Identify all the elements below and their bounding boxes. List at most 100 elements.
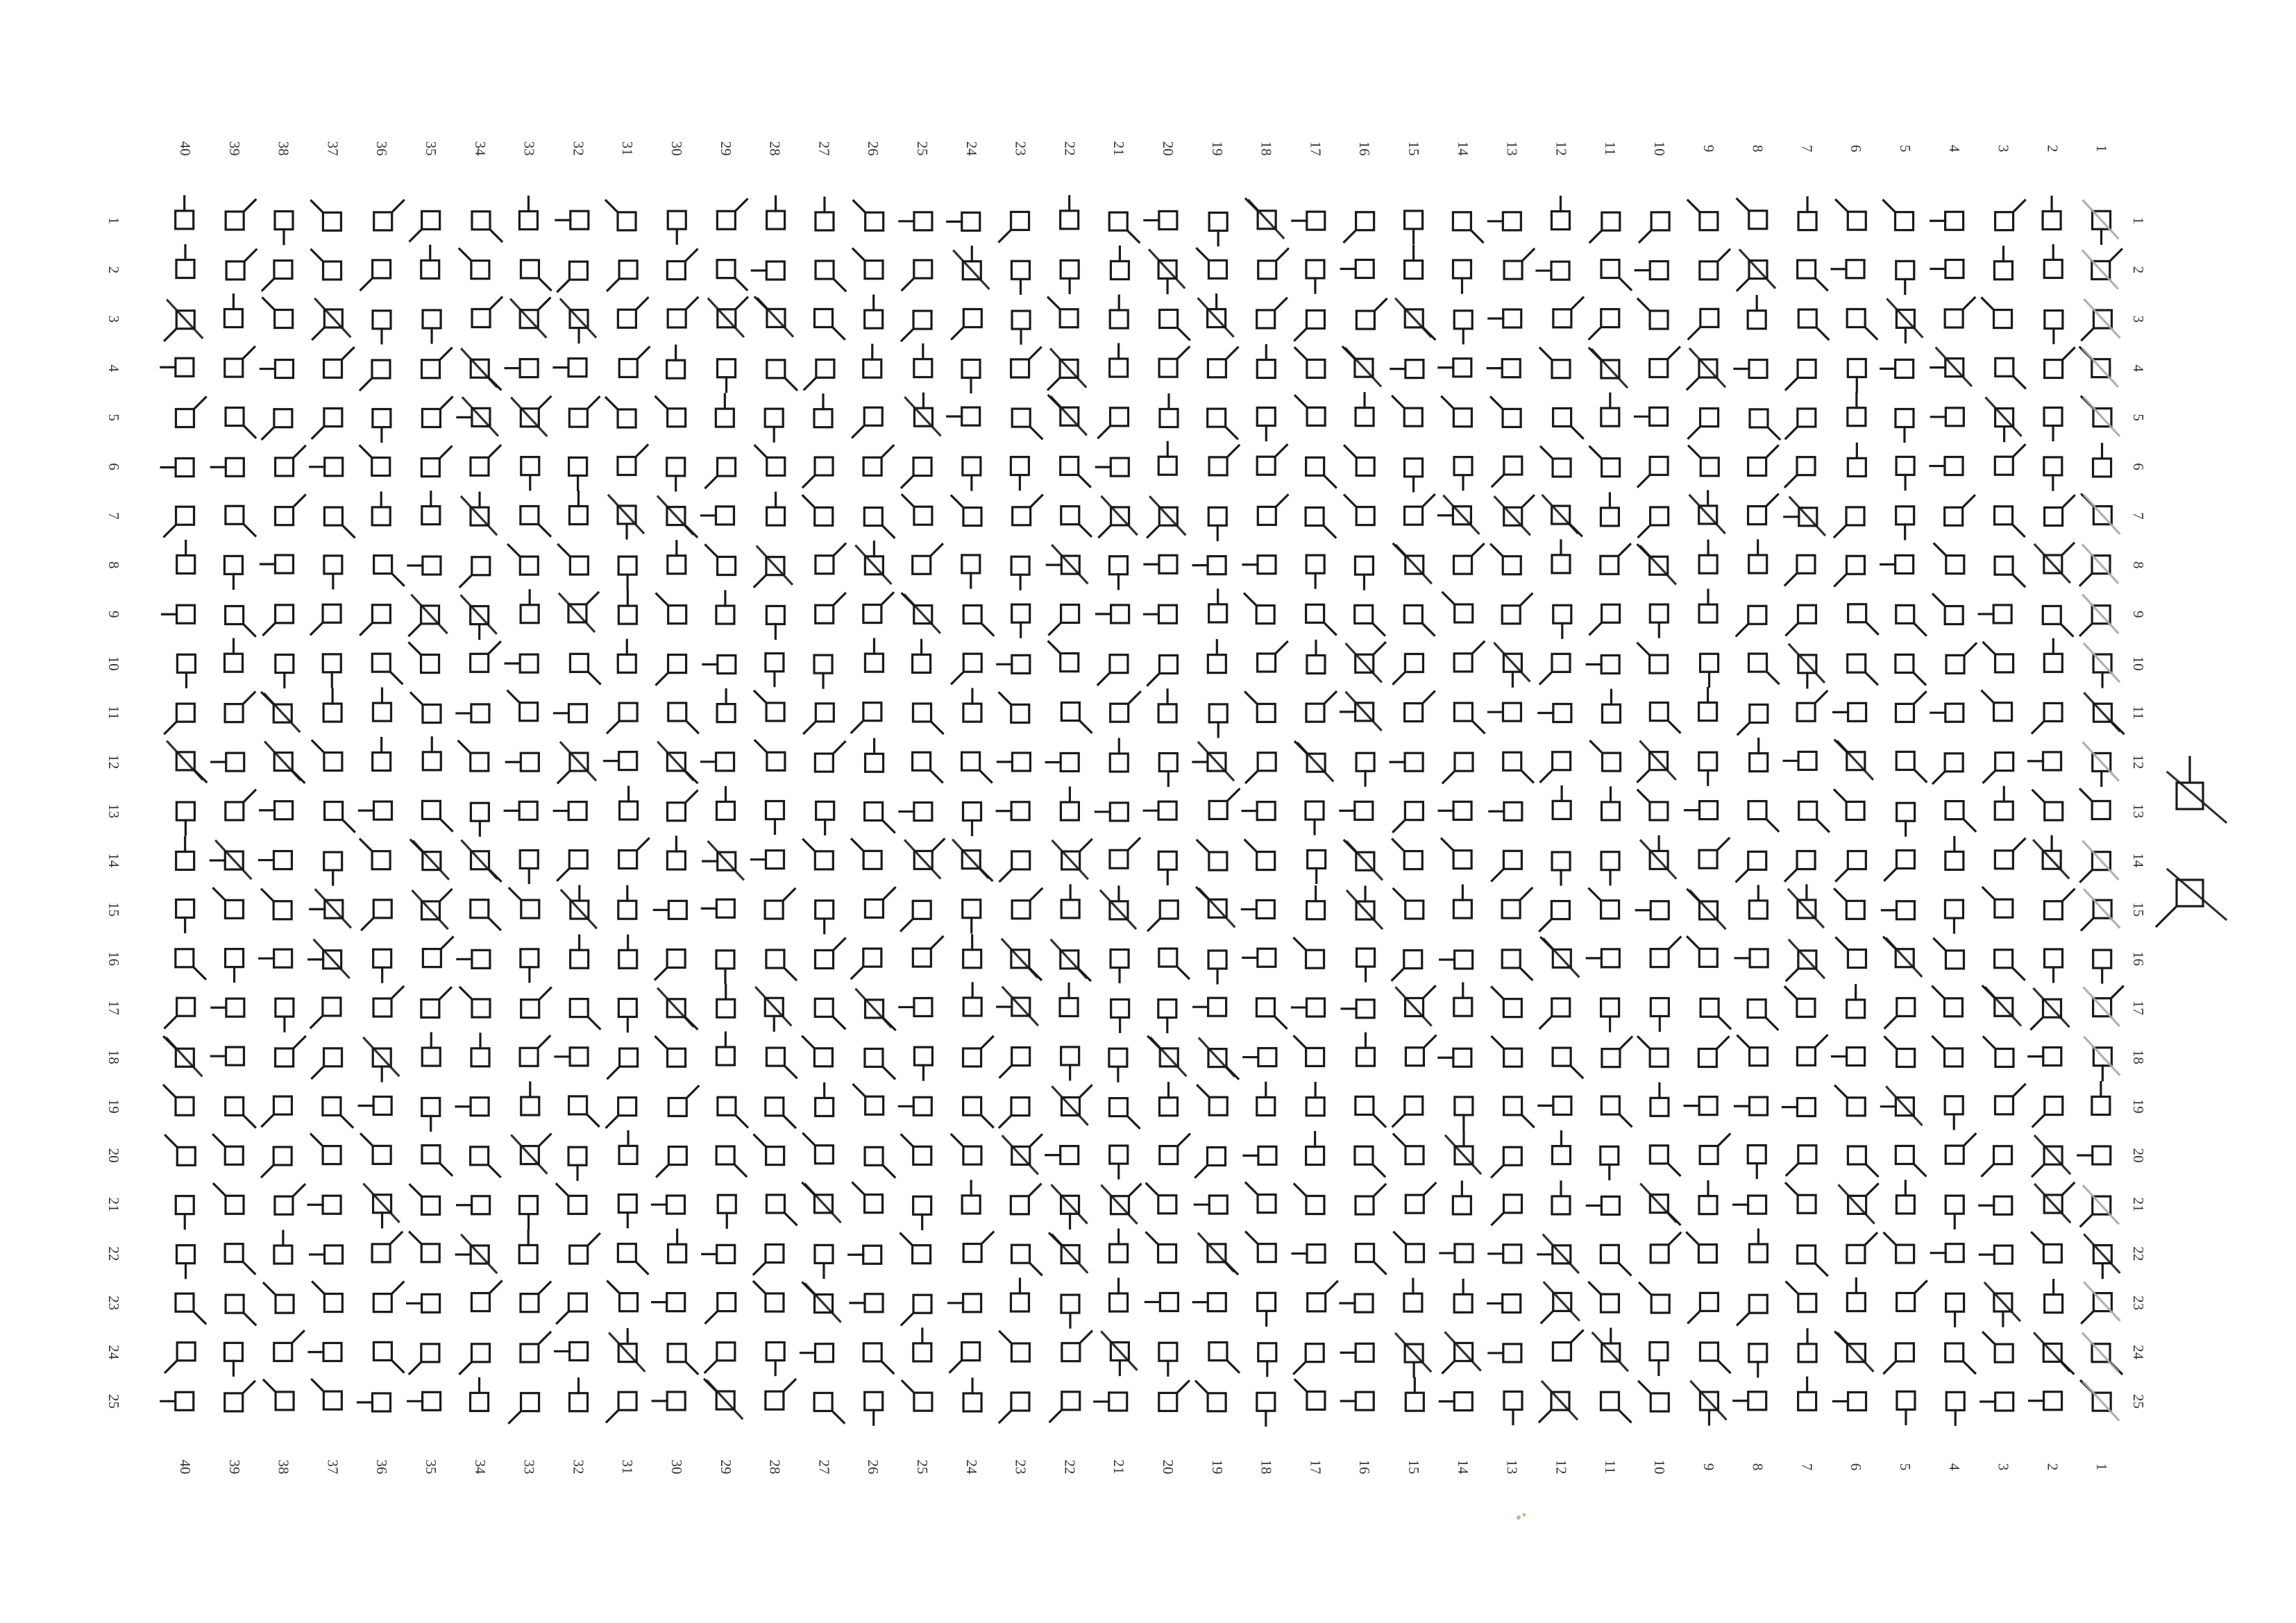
cancellation-stroke <box>165 298 204 339</box>
grid-cell <box>1834 1330 1875 1373</box>
grid-cell <box>605 702 639 735</box>
grid-cell <box>1599 1145 1620 1180</box>
grid-cell <box>704 1291 737 1325</box>
grid-cell <box>1932 937 1966 970</box>
grid-cell <box>1095 604 1131 624</box>
grid-cell <box>1978 1195 2014 1216</box>
grid-cell <box>764 652 785 688</box>
grid-cell <box>1993 443 2027 476</box>
grid-cell <box>323 800 356 833</box>
grid-cell <box>1980 1145 2014 1178</box>
grid-cell <box>766 195 786 230</box>
column-label: 26 <box>865 1460 881 1475</box>
cancellation-stroke <box>1689 1379 1728 1421</box>
grid-cell <box>1735 248 1777 292</box>
grid-cell <box>666 457 686 492</box>
grid-cell <box>224 604 257 638</box>
grid-cell <box>1342 211 1376 244</box>
grid-cell <box>1340 1391 1375 1411</box>
cancellation-stroke <box>1001 985 1040 1027</box>
grid-cell <box>996 751 1031 772</box>
cancellation-stroke <box>1591 1331 1630 1373</box>
grid-cell <box>997 691 1031 724</box>
grid-cell <box>1392 652 1425 686</box>
grid-cell <box>2078 788 2111 821</box>
grid-cell <box>469 640 502 673</box>
grid-cell <box>1880 900 1916 921</box>
cancellation-stroke <box>362 1182 400 1224</box>
grid-cell <box>1493 493 1535 536</box>
grid-cell <box>1394 985 1437 1027</box>
grid-cell <box>568 1232 601 1265</box>
grid-cell <box>1648 702 1682 734</box>
grid-cell <box>1195 886 1236 928</box>
grid-cell <box>703 1341 736 1375</box>
grid-cell <box>961 1180 981 1215</box>
grid-cell <box>2031 788 2064 822</box>
grid-cell <box>1342 838 1384 881</box>
grid-cell <box>2027 1391 2063 1411</box>
grid-cell <box>273 493 307 527</box>
cancellation-stroke <box>2081 1332 2120 1373</box>
grid-cell <box>801 1281 842 1323</box>
grid-cell <box>1306 1280 1339 1313</box>
grid-cell <box>1945 642 1978 674</box>
grid-cell <box>406 1391 442 1411</box>
column-label: 13 <box>1504 1460 1521 1475</box>
cancellation-stroke <box>263 740 302 781</box>
grid-cell <box>1538 899 1571 933</box>
row-label: 19 <box>105 1099 122 1114</box>
grid-cell <box>1993 785 2014 821</box>
grid-cell <box>1981 885 2014 919</box>
grid-cell <box>1256 1081 1276 1116</box>
grid-cell <box>1784 1280 1818 1314</box>
grid-cell <box>1206 346 1240 379</box>
column-label: 23 <box>1013 1460 1029 1475</box>
grid-cell <box>559 298 598 344</box>
grid-cell <box>996 985 1040 1027</box>
grid-cell <box>518 195 539 231</box>
grid-cell <box>1943 493 1976 527</box>
grid-cell <box>163 996 196 1030</box>
grid-cell <box>1403 1277 1424 1313</box>
grid-cell <box>814 196 835 232</box>
grid-cell <box>1895 1180 1916 1215</box>
grid-cell <box>1698 836 1731 869</box>
legend-examples <box>2154 756 2228 928</box>
grid-cell <box>1192 740 1235 782</box>
grid-cell <box>358 444 391 477</box>
grid-cell <box>261 296 294 330</box>
row-label: 10 <box>2130 656 2147 671</box>
grid-cell <box>2083 1233 2121 1280</box>
cancellation-stroke <box>607 1332 646 1373</box>
grid-cell <box>700 898 736 919</box>
grid-cell <box>898 801 934 822</box>
grid-cell <box>1404 1181 1437 1214</box>
cancellation-stroke <box>2082 1184 2120 1225</box>
grid-cell <box>1009 1182 1043 1216</box>
row-label: 20 <box>105 1148 122 1163</box>
grid-cell <box>1846 307 1879 341</box>
grid-cell <box>715 1145 748 1178</box>
column-label: 28 <box>767 1460 784 1475</box>
grid-cell <box>223 1341 244 1377</box>
row-label: 6 <box>2130 463 2147 470</box>
grid-cell <box>1157 441 1178 476</box>
grid-cell <box>260 887 293 921</box>
cancellation-stroke <box>314 297 352 339</box>
grid-cell <box>750 849 786 870</box>
row-label: 15 <box>2130 902 2147 917</box>
grid-cell <box>1305 259 1326 294</box>
cancellation-stroke <box>2081 593 2120 634</box>
grid-cell <box>666 344 686 380</box>
grid-cell <box>715 949 736 985</box>
cancellation-stroke <box>460 839 498 880</box>
grid-cell <box>1060 505 1093 538</box>
grid-cell <box>1244 751 1277 785</box>
grid-cell <box>1097 407 1130 440</box>
grid-cell <box>655 1145 688 1178</box>
grid-cell <box>224 1096 257 1129</box>
grid-cell <box>1108 211 1141 244</box>
grid-cell <box>1538 652 1571 686</box>
row-label: 2 <box>2130 266 2147 274</box>
